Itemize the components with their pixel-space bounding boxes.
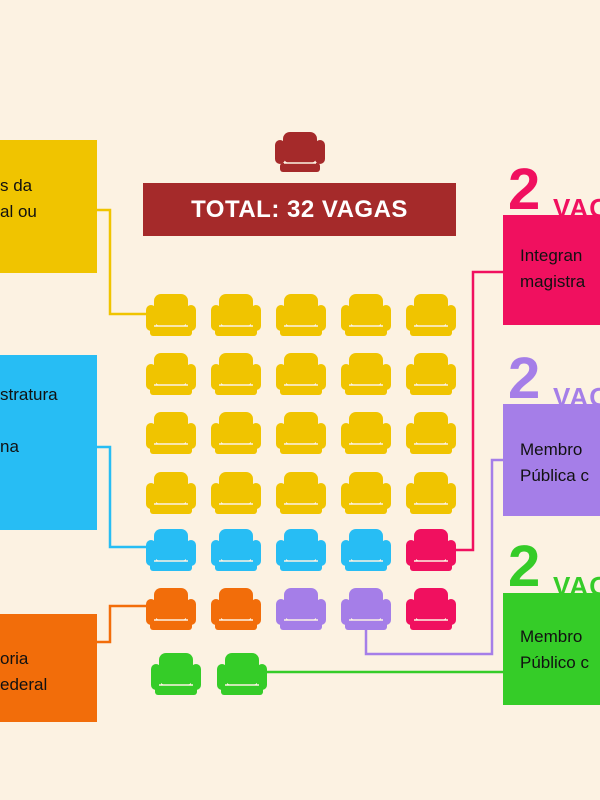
total-banner: TOTAL: 32 VAGAS — [143, 183, 456, 236]
left-box-yellow: s da al ou — [0, 140, 97, 273]
right-box-magenta-line-1: Integran — [520, 246, 583, 265]
seat-icon — [276, 412, 326, 454]
left-box-blue-line-1: stratura — [0, 385, 58, 404]
right-box-magenta: Integran magistra — [503, 215, 600, 325]
seat-icon — [211, 588, 261, 630]
right-box-green-word: VAG — [553, 571, 600, 601]
blue-connector — [97, 445, 148, 549]
seat-icon — [211, 294, 261, 336]
seat-icon — [406, 294, 456, 336]
seat-icon — [406, 353, 456, 395]
seat-icon — [341, 412, 391, 454]
yellow-connector — [97, 208, 148, 316]
seat-icon — [276, 294, 326, 336]
seat-icon — [146, 412, 196, 454]
right-box-purple-word: VAG — [553, 382, 600, 412]
seat-icon — [406, 472, 456, 514]
seat-icon — [341, 529, 391, 571]
left-box-orange-line-1: oria — [0, 649, 29, 668]
right-box-green-line-2: Público c — [520, 653, 589, 672]
seat-icon — [146, 294, 196, 336]
left-box-orange: oria ederal — [0, 614, 97, 722]
presiding-seat-icon — [275, 132, 325, 172]
seat-icon — [211, 529, 261, 571]
seat-icon — [146, 353, 196, 395]
right-box-magenta-count: 2 — [508, 157, 541, 222]
seat-icon — [146, 588, 196, 630]
seat-icon — [211, 412, 261, 454]
orange-connector — [97, 604, 148, 644]
seat-icon — [276, 353, 326, 395]
right-box-purple-line-1: Membro — [520, 440, 583, 459]
right-box-purple-line-2: Pública c — [520, 466, 589, 485]
seat-icon — [406, 588, 456, 630]
purple-connector — [364, 458, 503, 656]
right-box-green-count: 2 — [508, 534, 541, 599]
seat-icon — [341, 472, 391, 514]
seat-icon — [406, 412, 456, 454]
seat-icon — [151, 653, 201, 695]
seat-icon — [276, 529, 326, 571]
left-box-yellow-line-2: al ou — [0, 202, 37, 221]
seat-icon — [341, 588, 391, 630]
seat-icon — [276, 472, 326, 514]
left-box-yellow-line-1: s da — [0, 176, 33, 195]
seat-icon — [146, 529, 196, 571]
right-box-purple: Membro Pública c — [503, 404, 600, 516]
seat-icon — [406, 529, 456, 571]
right-box-purple-count: 2 — [508, 346, 541, 411]
seat-icon — [341, 294, 391, 336]
seat-icon — [341, 353, 391, 395]
magenta-connector — [455, 270, 503, 552]
right-box-green-line-1: Membro — [520, 627, 583, 646]
left-box-blue-line-3: na — [0, 437, 19, 456]
left-box-orange-line-2: ederal — [0, 675, 48, 694]
right-box-magenta-line-2: magistra — [520, 272, 586, 291]
seat-icon — [211, 472, 261, 514]
seat-icon — [217, 653, 267, 695]
seat-icon — [146, 472, 196, 514]
right-box-magenta-word: VAG — [553, 193, 600, 223]
right-box-green: Membro Público c — [503, 593, 600, 705]
seat-icon — [276, 588, 326, 630]
left-box-blue: stratura na — [0, 355, 97, 530]
seat-icon — [211, 353, 261, 395]
